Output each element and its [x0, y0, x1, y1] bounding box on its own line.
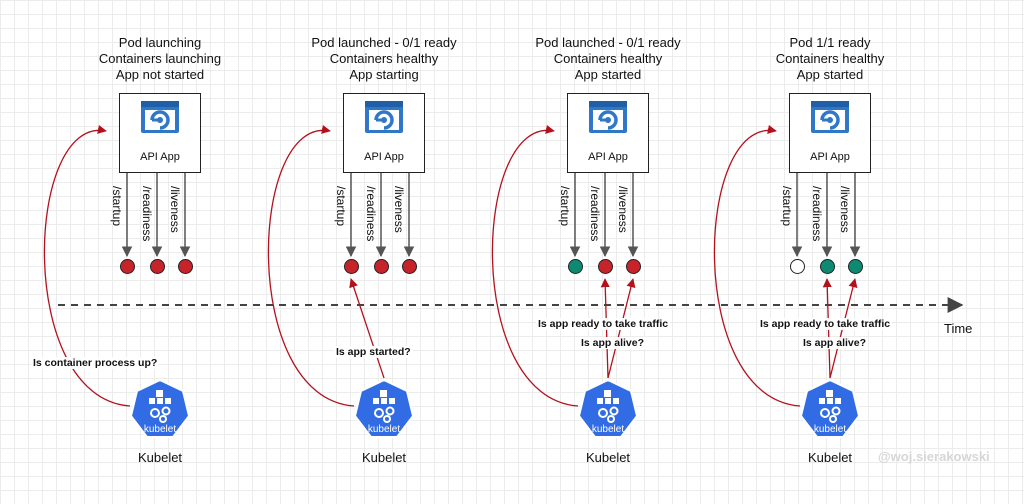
- probe-status-red: [343, 259, 359, 274]
- kubelet-icon: kubelet: [128, 378, 192, 442]
- probe-label-readiness: /readiness: [140, 186, 154, 242]
- stage-title-line: Pod launching: [118, 35, 202, 50]
- probe-status-green: [847, 259, 863, 274]
- probe-label-startup: /startup: [334, 186, 348, 227]
- startup-probe-arrow: [349, 278, 385, 379]
- api-app-box: API App: [119, 93, 201, 173]
- api-app-label: API App: [140, 151, 180, 163]
- kubelet-logo-text: kubelet: [592, 424, 624, 435]
- kubelet-caption: Kubelet: [137, 450, 183, 465]
- probe-label-liveness: /liveness: [616, 186, 630, 233]
- api-app-icon: [364, 100, 404, 146]
- note-app-alive: Is app alive?: [579, 337, 647, 349]
- note-ready-for-traffic: Is app ready to take traffic: [758, 318, 893, 330]
- kubelet-to-app-arrow: [43, 124, 131, 407]
- note-ready-for-traffic: Is app ready to take traffic: [536, 318, 671, 330]
- timeline-label: Time: [944, 321, 973, 336]
- probe-label-readiness: /readiness: [364, 186, 378, 242]
- kubelet-to-app-arrow: [491, 124, 579, 407]
- probe-label-startup: /startup: [110, 186, 124, 227]
- probe-status-red: [177, 259, 193, 274]
- kubelet-icon: kubelet: [576, 378, 640, 442]
- stage-title-line: App started: [574, 67, 642, 82]
- note-container-process-up: Is container process up?: [31, 357, 160, 369]
- probe-status-red: [401, 259, 417, 274]
- stage-title-line: Pod launched - 0/1 ready: [535, 35, 681, 50]
- api-app-box: API App: [567, 93, 649, 173]
- kubelet-to-app-arrow: [713, 124, 801, 407]
- api-app-label: API App: [588, 151, 628, 163]
- stage-title-line: Containers healthy: [553, 51, 663, 66]
- kubelet-icon: kubelet: [798, 378, 862, 442]
- probe-status-white: [789, 259, 805, 274]
- probe-label-liveness: /liveness: [392, 186, 406, 233]
- kubelet-caption: Kubelet: [585, 450, 631, 465]
- probe-status-red: [119, 259, 135, 274]
- probe-label-liveness: /liveness: [168, 186, 182, 233]
- api-app-label: API App: [364, 151, 404, 163]
- probe-status-red: [149, 259, 165, 274]
- kubelet-logo-text: kubelet: [144, 424, 176, 435]
- probe-label-startup: /startup: [780, 186, 794, 227]
- kubelet-icon: kubelet: [352, 378, 416, 442]
- probe-status-red: [373, 259, 389, 274]
- stage-title-line: Containers healthy: [775, 51, 885, 66]
- probe-label-readiness: /readiness: [588, 186, 602, 242]
- stage-title-line: Containers healthy: [329, 51, 439, 66]
- probe-status-red: [597, 259, 613, 274]
- probe-label-startup: /startup: [558, 186, 572, 227]
- stage-title-line: Containers launching: [98, 51, 222, 66]
- kubelet-caption: Kubelet: [361, 450, 407, 465]
- kubelet-caption: Kubelet: [807, 450, 853, 465]
- api-app-icon: [588, 100, 628, 146]
- probe-status-green: [567, 259, 583, 274]
- stage-title-line: App starting: [349, 67, 419, 82]
- kubelet-logo-text: kubelet: [814, 424, 846, 435]
- watermark: @woj.sierakowski: [878, 449, 990, 464]
- note-app-alive: Is app alive?: [801, 337, 869, 349]
- api-app-label: API App: [810, 151, 850, 163]
- note-app-started: Is app started?: [334, 346, 413, 358]
- probe-label-liveness: /liveness: [838, 186, 852, 233]
- probe-status-red: [625, 259, 641, 274]
- api-app-box: API App: [789, 93, 871, 173]
- stage-title-line: Pod 1/1 ready: [789, 35, 871, 50]
- kubelet-to-app-arrow: [267, 124, 355, 407]
- stage-title-line: App started: [796, 67, 864, 82]
- api-app-icon: [810, 100, 850, 146]
- api-app-icon: [140, 100, 180, 146]
- stage-title-line: Pod launched - 0/1 ready: [311, 35, 457, 50]
- probe-status-green: [819, 259, 835, 274]
- api-app-box: API App: [343, 93, 425, 173]
- stage-title-line: App not started: [115, 67, 205, 82]
- kubelet-logo-text: kubelet: [368, 424, 400, 435]
- probe-label-readiness: /readiness: [810, 186, 824, 242]
